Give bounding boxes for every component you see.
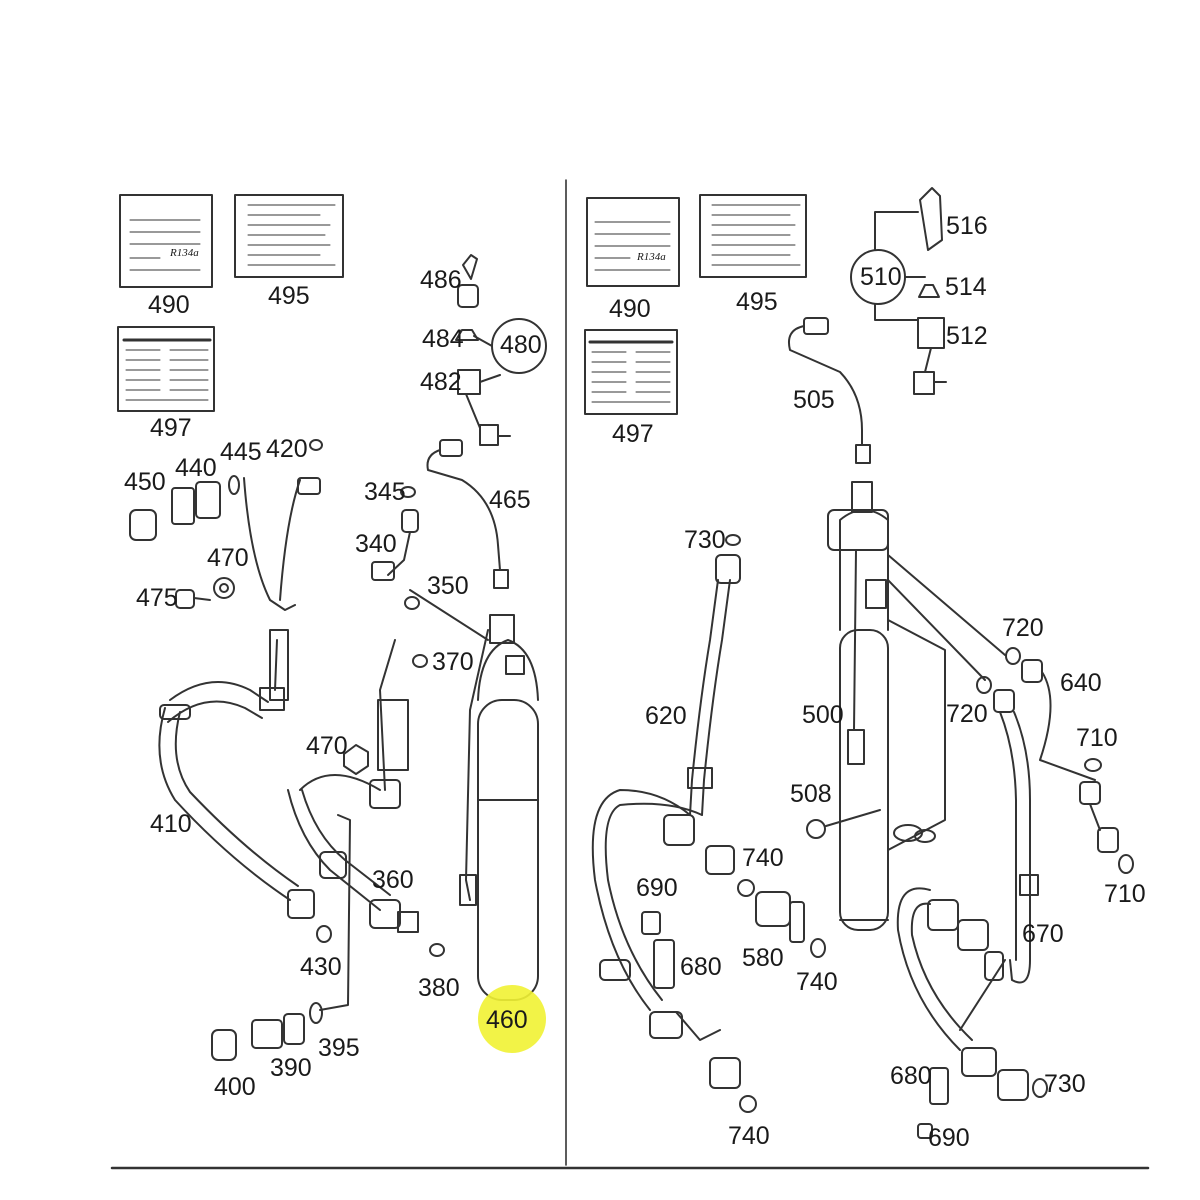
- part-label-497-right[interactable]: 497: [612, 420, 654, 448]
- part-label-508[interactable]: 508: [790, 780, 832, 808]
- part-label-510[interactable]: 510: [860, 263, 902, 291]
- nut-470: [343, 744, 369, 775]
- refrigerant-label-right: R134a: [637, 251, 666, 263]
- fittings-400-390: [211, 925, 445, 1061]
- part-label-484[interactable]: 484: [422, 325, 464, 353]
- placard-495-left: [234, 194, 344, 278]
- part-label-440[interactable]: 440: [175, 454, 217, 482]
- part-label-690-lower[interactable]: 690: [928, 1124, 970, 1152]
- part-label-450[interactable]: 450: [124, 468, 166, 496]
- part-label-514[interactable]: 514: [945, 273, 987, 301]
- hose-620: [591, 534, 757, 1113]
- part-label-380[interactable]: 380: [418, 974, 460, 1002]
- part-label-360[interactable]: 360: [372, 866, 414, 894]
- part-label-680-lower[interactable]: 680: [890, 1062, 932, 1090]
- part-label-470-lower[interactable]: 470: [306, 732, 348, 760]
- part-label-690-upper[interactable]: 690: [636, 874, 678, 902]
- part-label-410[interactable]: 410: [150, 810, 192, 838]
- placard-497-right: [584, 329, 678, 415]
- part-label-516[interactable]: 516: [946, 212, 988, 240]
- part-label-395[interactable]: 395: [318, 1034, 360, 1062]
- bolt-475: [175, 577, 235, 609]
- part-label-420[interactable]: 420: [266, 435, 308, 463]
- part-label-580[interactable]: 580: [742, 944, 784, 972]
- placard-lines-right: [588, 204, 801, 403]
- placard-490-left: [119, 194, 213, 288]
- refrigerant-label-left: R134a: [170, 247, 199, 259]
- part-label-460[interactable]: 460: [486, 1006, 528, 1034]
- part-label-445[interactable]: 445: [220, 438, 262, 466]
- sensor-cable-505: [788, 317, 871, 464]
- part-label-465[interactable]: 465: [489, 486, 531, 514]
- highlight-460: [478, 985, 546, 1053]
- fitting-340: [371, 486, 489, 641]
- placard-lines-left: [122, 204, 336, 401]
- part-label-345[interactable]: 345: [364, 478, 406, 506]
- part-label-390[interactable]: 390: [270, 1054, 312, 1082]
- part-label-620[interactable]: 620: [645, 702, 687, 730]
- part-label-740-lower[interactable]: 740: [728, 1122, 770, 1150]
- part-label-720-upper[interactable]: 720: [1002, 614, 1044, 642]
- part-label-482[interactable]: 482: [420, 368, 462, 396]
- part-label-730-lower[interactable]: 730: [1044, 1070, 1086, 1098]
- fittings-680-690: [641, 891, 826, 989]
- part-label-490-left[interactable]: 490: [148, 291, 190, 319]
- hose-670: [896, 887, 1048, 1139]
- part-label-710-lower[interactable]: 710: [1104, 880, 1146, 908]
- dryer-500: [806, 481, 946, 931]
- part-label-350[interactable]: 350: [427, 572, 469, 600]
- part-label-497-left[interactable]: 497: [150, 414, 192, 442]
- part-label-475[interactable]: 475: [136, 584, 178, 612]
- part-label-490-right[interactable]: 490: [609, 295, 651, 323]
- placard-497-left: [117, 326, 215, 412]
- part-label-495-left[interactable]: 495: [268, 282, 310, 310]
- part-label-640[interactable]: 640: [1060, 669, 1102, 697]
- placard-495-right: [699, 194, 807, 278]
- part-label-370[interactable]: 370: [432, 648, 474, 676]
- part-label-480[interactable]: 480: [500, 331, 542, 359]
- sensor-cable-465: [426, 439, 509, 589]
- part-label-512[interactable]: 512: [946, 322, 988, 350]
- part-label-740-middle[interactable]: 740: [796, 968, 838, 996]
- part-label-670[interactable]: 670: [1022, 920, 1064, 948]
- part-label-505[interactable]: 505: [793, 386, 835, 414]
- part-label-430[interactable]: 430: [300, 953, 342, 981]
- switch-assembly-510: [850, 187, 947, 395]
- part-label-500[interactable]: 500: [802, 701, 844, 729]
- part-label-340[interactable]: 340: [355, 530, 397, 558]
- part-label-720-lower[interactable]: 720: [946, 700, 988, 728]
- pipes-640-710: [887, 554, 1134, 984]
- part-label-495-right[interactable]: 495: [736, 288, 778, 316]
- part-label-470-upper[interactable]: 470: [207, 544, 249, 572]
- part-label-486[interactable]: 486: [420, 266, 462, 294]
- fitting-420: [279, 439, 323, 601]
- fittings-450-440: [129, 475, 296, 611]
- part-label-400[interactable]: 400: [214, 1073, 256, 1101]
- part-label-740-upper[interactable]: 740: [742, 844, 784, 872]
- part-label-680-upper[interactable]: 680: [680, 953, 722, 981]
- part-label-730-upper[interactable]: 730: [684, 526, 726, 554]
- hose-360: [287, 639, 428, 1011]
- hose-410: [158, 629, 315, 919]
- placard-490-right: [586, 197, 680, 287]
- part-label-710-upper[interactable]: 710: [1076, 724, 1118, 752]
- switch-assembly-480: [455, 254, 547, 446]
